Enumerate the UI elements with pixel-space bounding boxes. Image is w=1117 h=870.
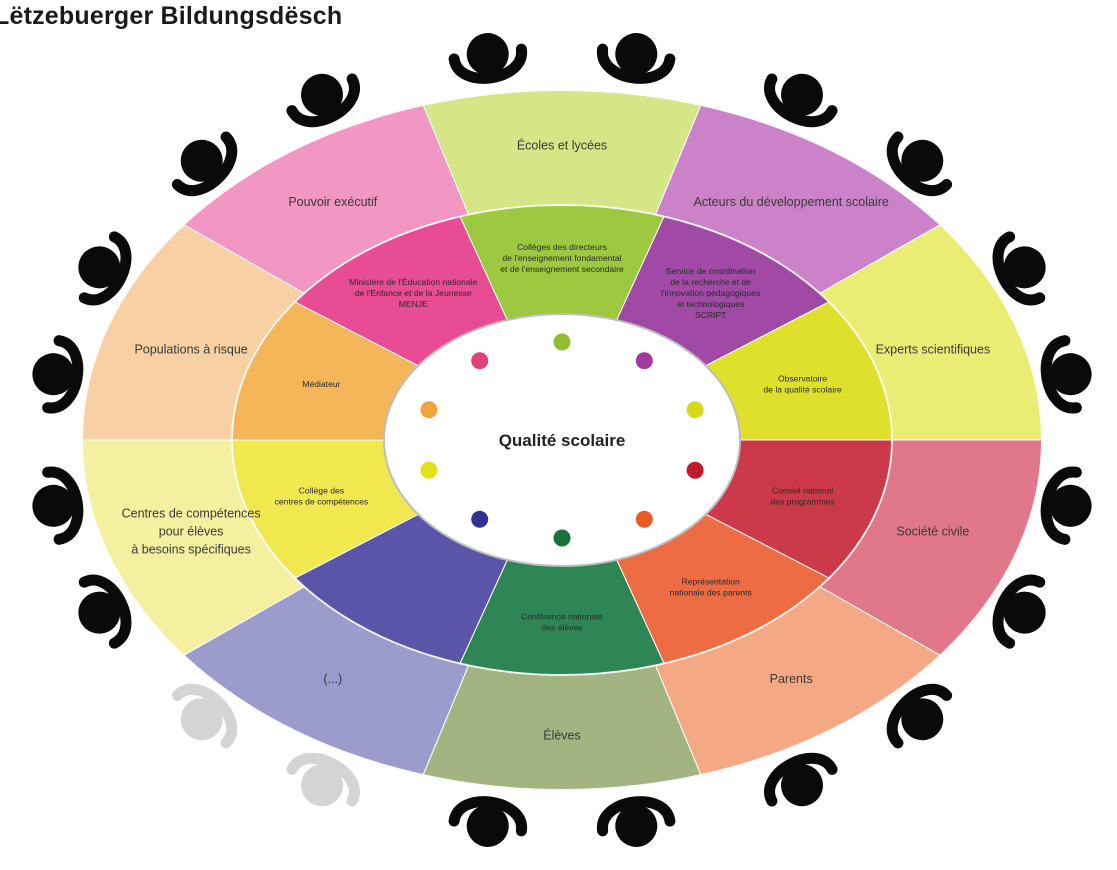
outer-sector-label: Parents [770, 672, 813, 686]
person-icon [764, 752, 838, 807]
person-icon [448, 33, 527, 84]
person-icon [764, 73, 838, 128]
person-icon [992, 231, 1046, 306]
sector-dot [420, 401, 438, 419]
person-icon [78, 231, 132, 306]
people-layer [32, 33, 1092, 847]
outer-sector-label: Experts scientifiques [876, 342, 991, 356]
inner-ring-edge [231, 204, 893, 676]
person-icon [886, 131, 953, 197]
sector-dot [553, 333, 571, 351]
outer-sector-label: (...) [323, 672, 342, 686]
person-icon [32, 335, 84, 414]
person-inactive-icon [286, 752, 360, 807]
diagram-title: Lëtzebuerger Bildungsdësch [0, 2, 343, 30]
person-icon [448, 796, 527, 847]
person-icon [1040, 335, 1092, 414]
person-icon [78, 574, 132, 649]
inner-sector-label: Médiateur [302, 379, 340, 389]
sector-dot [635, 352, 653, 370]
sector-dot [686, 401, 704, 419]
sector-dot [686, 461, 704, 479]
outer-sector-label: Acteurs du développement scolaire [694, 195, 889, 209]
person-icon [597, 33, 676, 84]
outer-sector-label: Pouvoir exécutif [288, 195, 377, 209]
sector-dot [471, 510, 489, 528]
center-label: Qualité scolaire [499, 431, 626, 450]
outer-sector-label: Écoles et lycées [517, 138, 607, 153]
sector-dot [553, 529, 571, 547]
person-icon [886, 683, 953, 749]
outer-sector-label: Élèves [543, 728, 581, 743]
person-inactive-icon [171, 683, 238, 749]
outer-sector-label: Populations à risque [134, 342, 247, 356]
person-icon [171, 131, 238, 197]
person-icon [597, 796, 676, 847]
center-area: Qualité scolaire [383, 313, 741, 567]
sector-dot [420, 461, 438, 479]
sector-dot [471, 352, 489, 370]
person-icon [32, 466, 84, 545]
sector-dot [635, 510, 653, 528]
person-icon [286, 73, 360, 128]
person-icon [992, 574, 1046, 649]
center-ellipse [383, 313, 741, 567]
person-icon [1040, 466, 1092, 545]
outer-sector-label: Société civile [896, 525, 969, 539]
